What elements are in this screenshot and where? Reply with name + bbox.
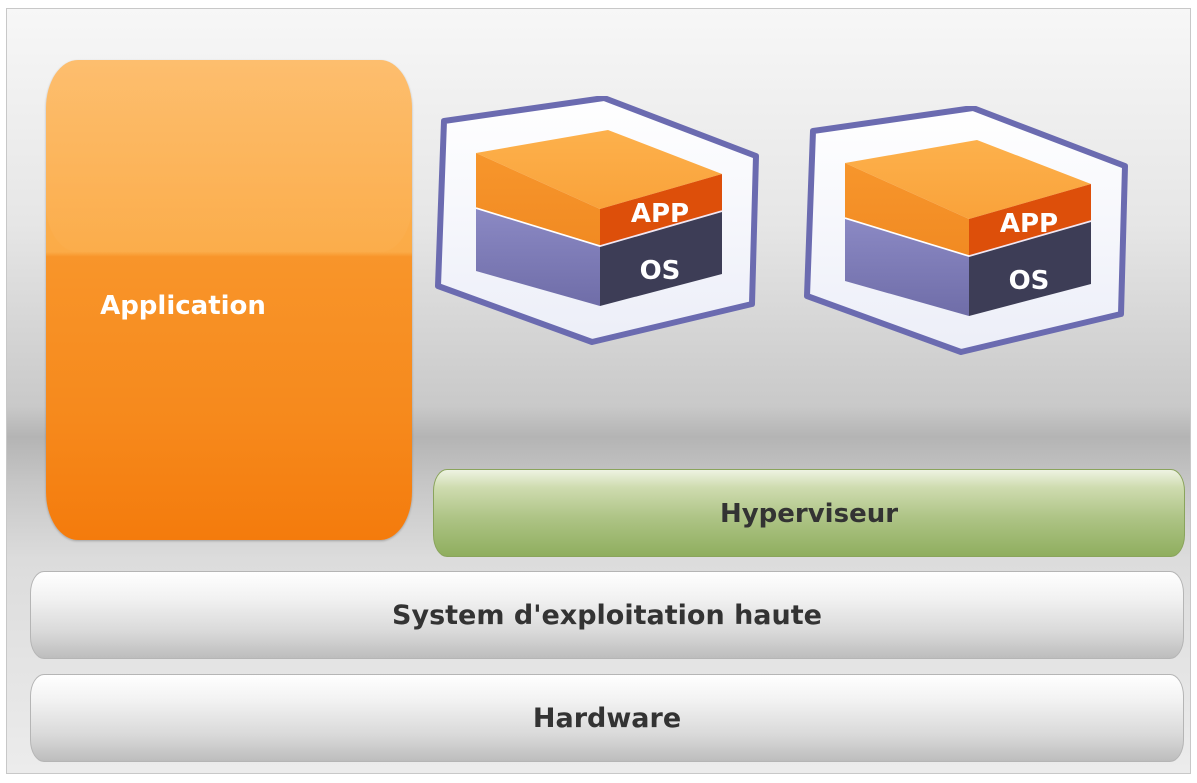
host-os-label: System d'exploitation haute xyxy=(392,600,822,631)
vm-os-left-face xyxy=(476,209,600,306)
vm-app-label: APP xyxy=(631,199,689,229)
hypervisor-label: Hyperviseur xyxy=(719,499,899,529)
vm-app-layer xyxy=(600,174,722,246)
vm-os-label: OS xyxy=(1009,266,1050,296)
vm-app-label: APP xyxy=(1000,209,1058,239)
vm-box-top-face xyxy=(476,130,722,209)
vm-box-top-face xyxy=(845,140,1091,219)
vm-app-left-face xyxy=(476,153,600,246)
host-os-layer: System d'exploitation haute xyxy=(30,571,1184,659)
vm-os-label: OS xyxy=(640,256,681,286)
vm-os-layer xyxy=(600,212,722,306)
application-block xyxy=(46,60,412,540)
vm-app-left-face xyxy=(845,163,969,256)
vm-app-layer xyxy=(969,184,1091,256)
vm-os-left-face xyxy=(845,219,969,316)
vm-os-layer xyxy=(969,222,1091,316)
hardware-label: Hardware xyxy=(532,703,682,734)
application-label: Application xyxy=(100,291,266,321)
hypervisor-layer: Hyperviseur xyxy=(433,469,1185,557)
virtual-machine-2: APP OS xyxy=(803,106,1133,356)
hardware-layer: Hardware xyxy=(30,674,1184,762)
virtual-machine-1: APP OS xyxy=(434,96,764,346)
